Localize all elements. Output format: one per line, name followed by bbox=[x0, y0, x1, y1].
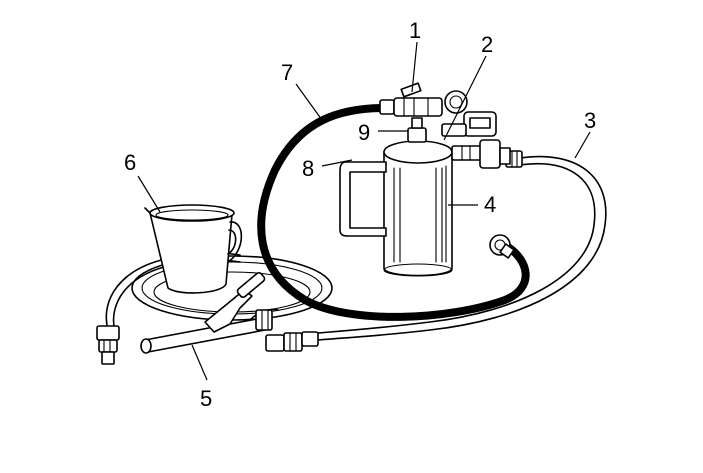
callout-2: 2 bbox=[481, 32, 493, 57]
clear-hose bbox=[317, 150, 607, 341]
black-hose bbox=[257, 99, 530, 321]
suction-wand bbox=[140, 271, 319, 354]
leader-lines bbox=[137, 41, 591, 381]
callout-8: 8 bbox=[302, 156, 314, 181]
callout-7: 7 bbox=[281, 60, 293, 85]
leader-8 bbox=[321, 159, 353, 167]
hose-end-fitting bbox=[96, 325, 120, 365]
callout-9: 9 bbox=[358, 120, 370, 145]
pressure-canister bbox=[339, 117, 453, 277]
callout-1: 1 bbox=[409, 18, 421, 43]
callout-3: 3 bbox=[584, 108, 596, 133]
leader-5 bbox=[191, 344, 208, 381]
leader-3 bbox=[574, 131, 591, 159]
leader-7 bbox=[295, 83, 323, 121]
callout-6: 6 bbox=[124, 150, 136, 175]
black-hose-end-fitting bbox=[489, 234, 515, 259]
callout-4: 4 bbox=[484, 192, 496, 217]
leader-6 bbox=[137, 175, 161, 213]
leader-2 bbox=[443, 55, 487, 141]
callout-5: 5 bbox=[200, 386, 212, 411]
measuring-pitcher bbox=[144, 204, 243, 294]
valve-assembly bbox=[393, 82, 511, 169]
callout-labels: 1 2 3 4 5 6 7 8 9 bbox=[124, 18, 596, 411]
leader-1 bbox=[411, 41, 418, 93]
